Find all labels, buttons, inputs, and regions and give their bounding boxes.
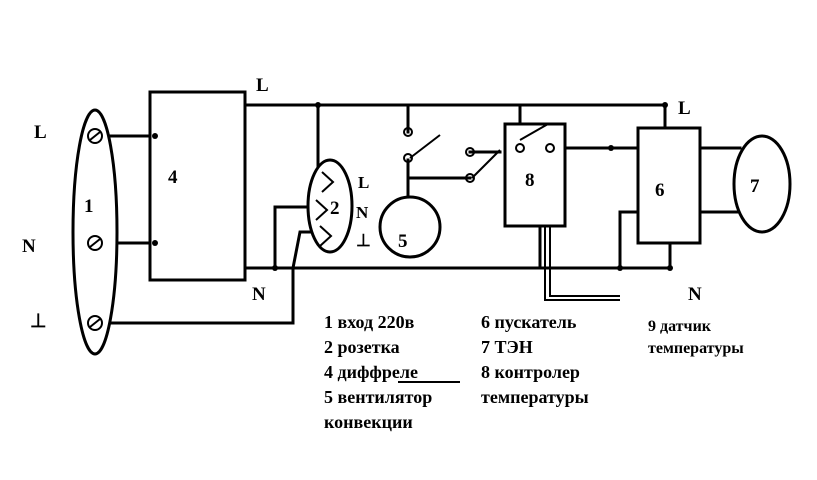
ctrl-switch-contact-a-icon xyxy=(465,147,475,157)
label-2: 2 xyxy=(330,198,340,219)
wire-l-bus xyxy=(243,103,667,130)
wire-sensor-lead-b xyxy=(549,226,620,297)
legend-col2: 6 пускатель 7 ТЭН 8 контролер температур… xyxy=(481,312,589,407)
label-left-n: N xyxy=(22,236,36,257)
fan-switch-contact-top-icon xyxy=(403,127,413,137)
label-socket-pe: ⊥ xyxy=(356,231,371,250)
label-socket-n: N xyxy=(356,203,369,222)
legend-col3: 9 датчик температуры xyxy=(648,318,744,357)
legend-item: 7 ТЭН xyxy=(481,337,533,357)
rcd-4: 4 xyxy=(148,90,247,282)
legend-item: 4 диффреле xyxy=(324,362,418,382)
terminal-screw-l-icon xyxy=(87,128,103,144)
label-8: 8 xyxy=(525,170,535,191)
terminal-screw-pe-icon xyxy=(87,315,103,331)
wire-sensor-lead-a xyxy=(544,226,620,301)
junctions xyxy=(152,102,673,271)
wire-fan-switch-blade xyxy=(409,134,441,159)
terminal-screw-n-icon xyxy=(87,235,103,251)
label-left-pe: ⊥ xyxy=(30,311,47,332)
terminal-block-outline xyxy=(71,108,119,356)
heater-outline xyxy=(732,134,792,234)
label-4: 4 xyxy=(168,167,178,188)
ctrl-relay-contact-a-icon xyxy=(515,143,525,153)
terminal-letters: L N ⊥ L L N N L N ⊥ xyxy=(22,75,702,332)
fan-5: 5 xyxy=(378,195,442,259)
legend-item: 6 пускатель xyxy=(481,312,577,332)
label-5: 5 xyxy=(398,231,408,252)
ctrl-switch-contact-b-icon xyxy=(465,173,475,183)
legend-item: 5 вентилятор xyxy=(324,387,432,407)
controller-box xyxy=(503,122,567,228)
heater-7: 7 xyxy=(732,134,792,234)
fan-circle xyxy=(378,195,442,259)
label-socket-l: L xyxy=(358,173,369,192)
label-left-l: L xyxy=(34,122,47,143)
socket-contact-l xyxy=(321,171,335,193)
socket-contact-n xyxy=(315,199,329,221)
label-6: 6 xyxy=(655,180,665,201)
label-right-n: N xyxy=(688,284,702,305)
legend-item: 8 контролер xyxy=(481,362,580,382)
socket-2: 2 xyxy=(306,158,354,254)
wire-n-bus xyxy=(243,243,672,270)
socket-outline xyxy=(306,158,354,254)
legend-item: конвекции xyxy=(324,412,413,432)
wire-socket-n xyxy=(273,205,322,270)
socket-contact-pe xyxy=(319,225,333,247)
label-7: 7 xyxy=(750,176,760,197)
switch-contacts xyxy=(403,127,555,183)
ctrl-relay-contact-b-icon xyxy=(545,143,555,153)
legend-item: температуры xyxy=(481,387,589,407)
rcd-box xyxy=(148,90,247,282)
legend-col1: 1 вход 220в 2 розетка 4 диффреле 5 венти… xyxy=(324,312,460,432)
label-right-l: L xyxy=(678,98,691,119)
legend-item: 1 вход 220в xyxy=(324,312,415,332)
legend-item: 2 розетка xyxy=(324,337,400,357)
wire-contactor-n xyxy=(618,210,640,270)
legend: 1 вход 220в 2 розетка 4 диффреле 5 венти… xyxy=(324,312,744,432)
fan-switch-contact-bottom-icon xyxy=(403,153,413,163)
contactor-box xyxy=(636,126,702,245)
controller-relay-blade xyxy=(519,123,549,141)
contactor-6: 6 xyxy=(636,126,702,245)
legend-item: 9 датчик xyxy=(648,318,712,335)
controller-8: 8 xyxy=(503,122,567,228)
wire-ctrl-blade xyxy=(471,149,501,179)
label-1: 1 xyxy=(84,196,94,217)
wire-input-pe xyxy=(95,266,295,325)
terminal-block-1: 1 xyxy=(71,108,119,356)
label-bottom-n: N xyxy=(252,284,266,305)
label-top-l: L xyxy=(256,75,269,96)
legend-item: температуры xyxy=(648,340,744,357)
